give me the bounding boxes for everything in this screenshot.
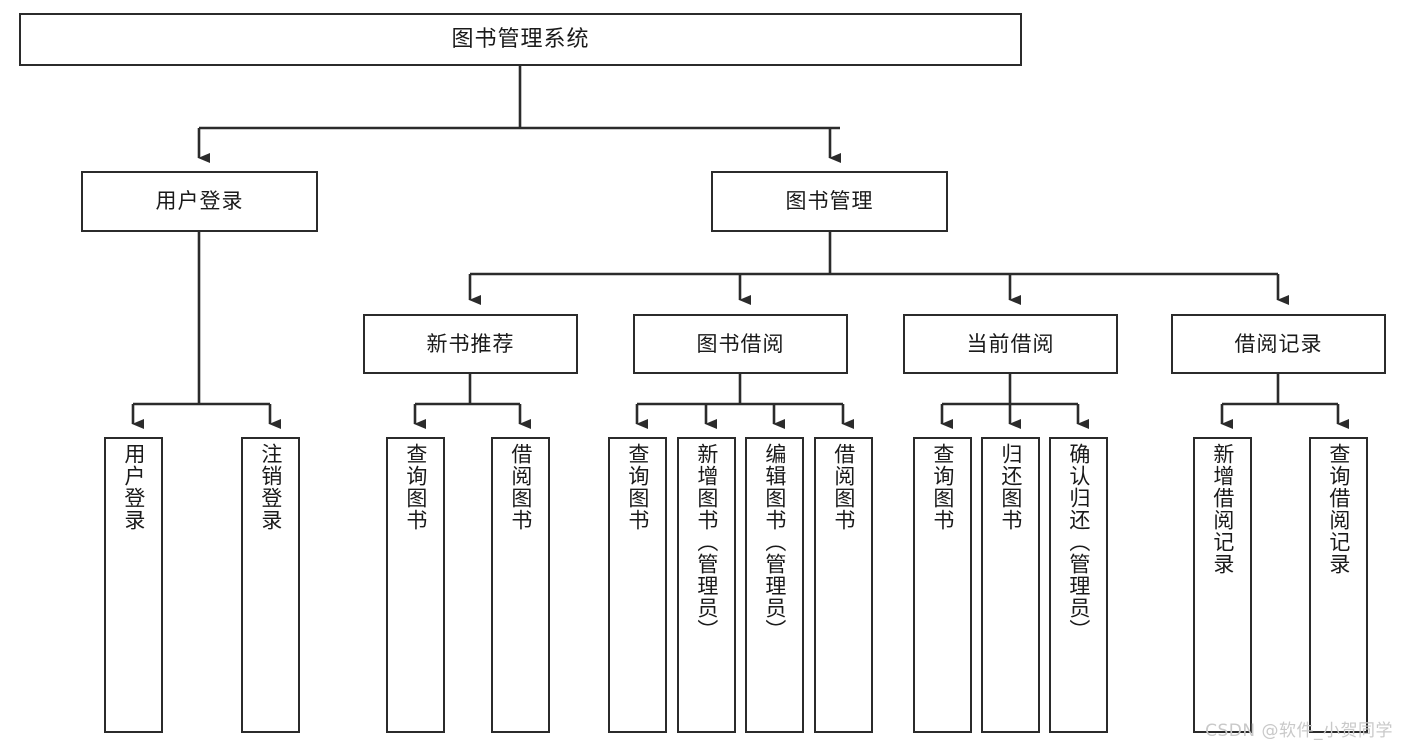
leaf-current-borrow-2-label: 归还图书 <box>998 443 1023 531</box>
node-root-label: 图书管理系统 <box>451 26 590 52</box>
leaf-borrow-record-2[interactable]: 查询借阅记录 <box>1309 437 1368 733</box>
node-user-login-label: 用户登录 <box>155 189 244 213</box>
leaf-book-borrow-2-label: 新增图书（管理员） <box>694 443 719 641</box>
leaf-new-book-2[interactable]: 借阅图书 <box>491 437 550 733</box>
leaf-new-book-1[interactable]: 查询图书 <box>386 437 445 733</box>
node-book-manage-label: 图书管理 <box>785 189 874 213</box>
node-borrow-record[interactable]: 借阅记录 <box>1171 314 1386 374</box>
leaf-book-borrow-1-label: 查询图书 <box>625 443 650 531</box>
leaf-book-borrow-4[interactable]: 借阅图书 <box>814 437 873 733</box>
leaf-current-borrow-3[interactable]: 确认归还（管理员） <box>1049 437 1108 733</box>
leaf-new-book-1-label: 查询图书 <box>403 443 428 531</box>
leaf-current-borrow-3-label: 确认归还（管理员） <box>1066 443 1091 641</box>
leaf-book-borrow-3-label: 编辑图书（管理员） <box>762 443 787 641</box>
leaf-user-login-2-label: 注销登录 <box>258 443 283 531</box>
node-current-borrow-label: 当前借阅 <box>966 331 1055 356</box>
leaf-new-book-2-label: 借阅图书 <box>508 443 533 531</box>
leaf-book-borrow-3[interactable]: 编辑图书（管理员） <box>745 437 804 733</box>
leaf-current-borrow-1[interactable]: 查询图书 <box>913 437 972 733</box>
node-root[interactable]: 图书管理系统 <box>19 13 1022 66</box>
leaf-user-login-1-label: 用户登录 <box>121 443 146 531</box>
leaf-current-borrow-1-label: 查询图书 <box>930 443 955 531</box>
node-new-book-recommend[interactable]: 新书推荐 <box>363 314 578 374</box>
watermark: CSDN @软件_小贺同学 <box>1205 721 1393 741</box>
leaf-book-borrow-4-label: 借阅图书 <box>831 443 856 531</box>
leaf-borrow-record-1-label: 新增借阅记录 <box>1210 443 1235 575</box>
leaf-user-login-1[interactable]: 用户登录 <box>104 437 163 733</box>
leaf-book-borrow-1[interactable]: 查询图书 <box>608 437 667 733</box>
leaf-current-borrow-2[interactable]: 归还图书 <box>981 437 1040 733</box>
node-borrow-record-label: 借阅记录 <box>1234 331 1323 356</box>
node-current-borrow[interactable]: 当前借阅 <box>903 314 1118 374</box>
leaf-book-borrow-2[interactable]: 新增图书（管理员） <box>677 437 736 733</box>
node-book-borrow[interactable]: 图书借阅 <box>633 314 848 374</box>
node-book-borrow-label: 图书借阅 <box>696 331 785 356</box>
leaf-borrow-record-2-label: 查询借阅记录 <box>1326 443 1351 575</box>
node-book-manage[interactable]: 图书管理 <box>711 171 948 232</box>
node-user-login[interactable]: 用户登录 <box>81 171 318 232</box>
leaf-user-login-2[interactable]: 注销登录 <box>241 437 300 733</box>
leaf-borrow-record-1[interactable]: 新增借阅记录 <box>1193 437 1252 733</box>
node-new-book-recommend-label: 新书推荐 <box>426 331 515 356</box>
